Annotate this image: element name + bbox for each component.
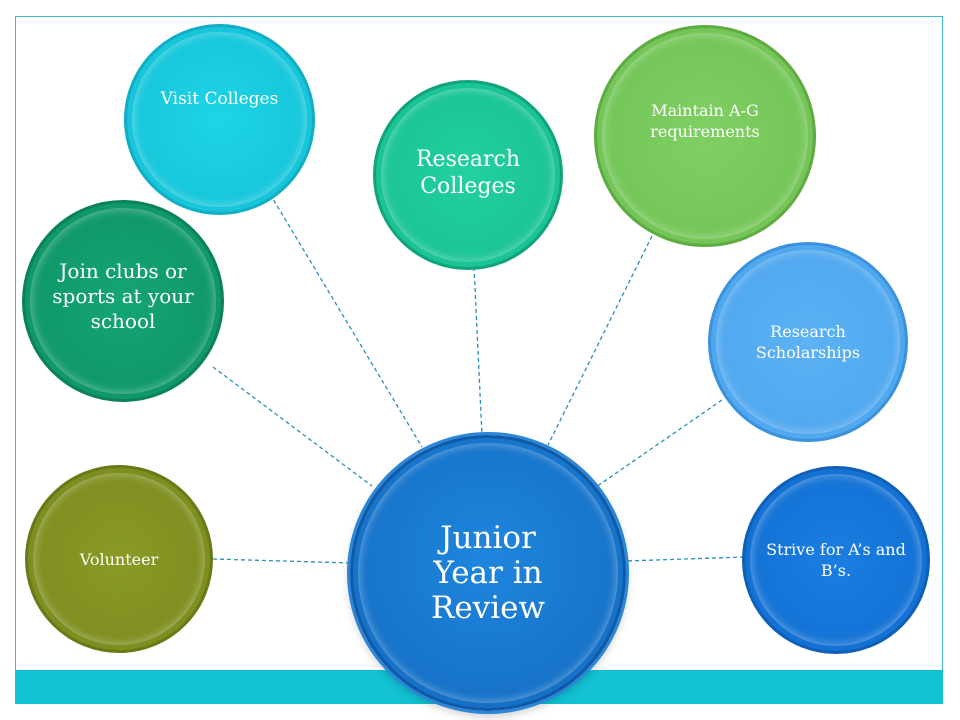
- connector-research-colleges: [473, 266, 483, 436]
- node-label: Join clubs or sports at your school: [52, 258, 194, 333]
- hub-junior-year-in-review: Junior Year in Review: [350, 435, 626, 711]
- node-label: Research Scholarships: [755, 322, 861, 362]
- node-visit-colleges: Visit Colleges: [124, 24, 315, 215]
- node-maintain-ag-requirements: Maintain A-G requirements: [594, 25, 816, 247]
- node-label: Research Colleges: [415, 146, 521, 199]
- node-strive-for-grades: Strive for A’s and B’s.: [742, 466, 930, 654]
- node-volunteer: Volunteer: [25, 465, 213, 653]
- connector-clubs: [212, 366, 373, 487]
- node-join-clubs: Join clubs or sports at your school: [22, 200, 224, 402]
- node-research-colleges: Research Colleges: [373, 80, 563, 270]
- node-research-scholarships: Research Scholarships: [708, 242, 908, 442]
- connector-strive: [625, 556, 745, 562]
- node-label: Strive for A’s and B’s.: [766, 540, 906, 580]
- connector-volunteer: [212, 558, 353, 564]
- connector-scholar: [595, 399, 723, 488]
- node-label: Visit Colleges: [160, 89, 279, 109]
- connector-visit: [269, 193, 423, 448]
- node-label: Volunteer: [79, 549, 159, 569]
- node-label: Maintain A-G requirements: [650, 101, 760, 141]
- hub-label: Junior Year in Review: [431, 519, 545, 626]
- connector-ag: [547, 235, 653, 446]
